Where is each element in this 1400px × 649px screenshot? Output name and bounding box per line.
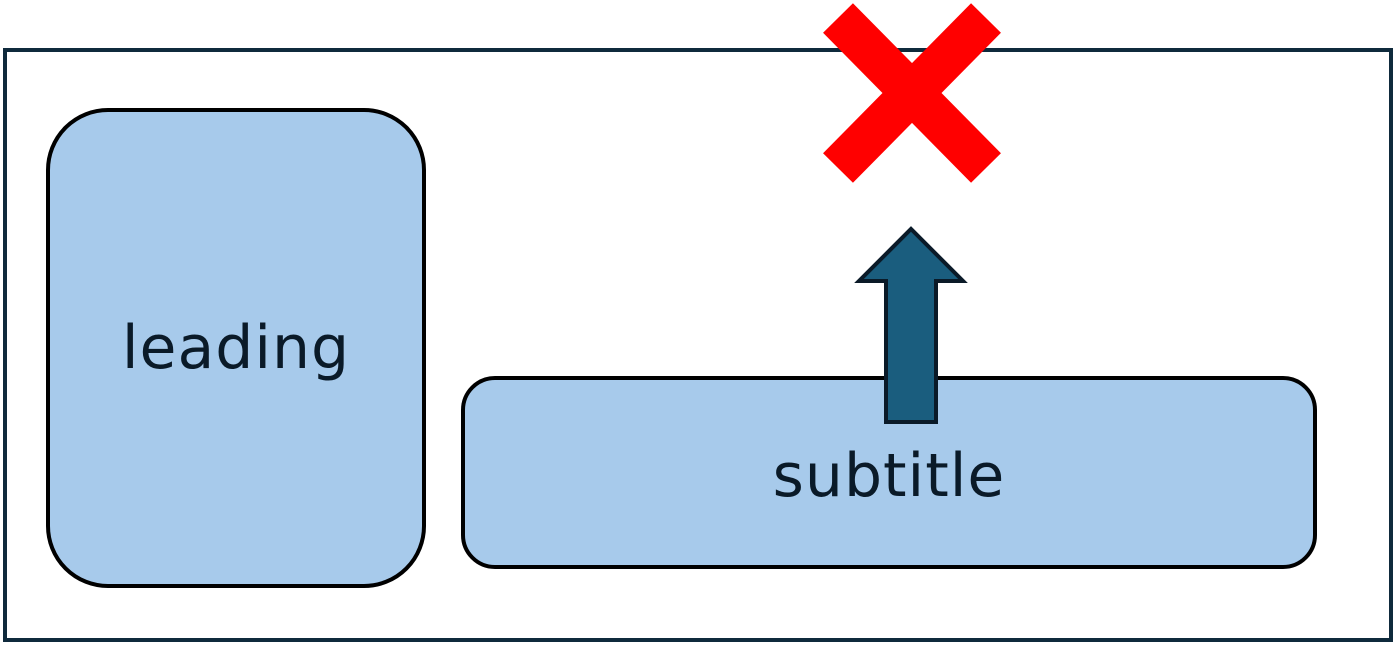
leading-label: leading: [121, 313, 351, 383]
subtitle-label: subtitle: [772, 440, 1006, 511]
arrow-up-icon: [854, 226, 968, 424]
cross-icon: [823, 3, 1001, 183]
leading-box: leading: [46, 108, 426, 588]
